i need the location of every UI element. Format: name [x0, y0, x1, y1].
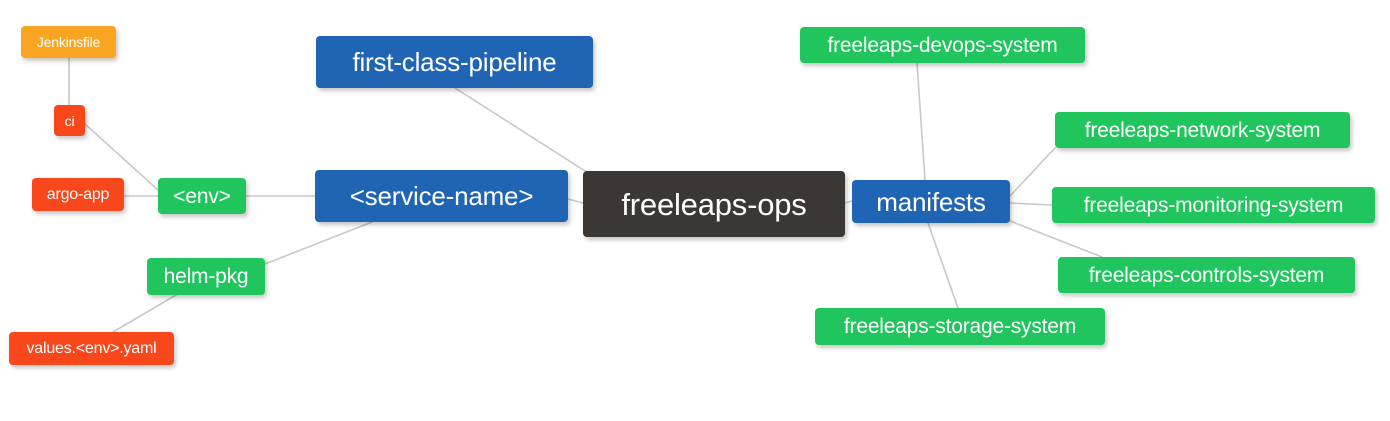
node-values-env-yaml[interactable]: values.<env>.yaml: [9, 332, 174, 365]
node-label-freeleaps-storage-system: freeleaps-storage-system: [843, 315, 1077, 338]
edge-freeleaps-ops-to-first-class-pipeline: [454, 87, 597, 179]
node-label-first-class-pipeline: first-class-pipeline: [352, 47, 557, 77]
node-jenkinsfile[interactable]: Jenkinsfile: [21, 26, 116, 58]
node-label-argo-app: argo-app: [46, 185, 110, 203]
edge-service-name-to-helm-pkg: [264, 221, 373, 265]
edge-helm-pkg-to-values-env-yaml: [112, 294, 177, 333]
edge-manifests-to-freeleaps-devops-system: [916, 62, 926, 181]
node-service-name[interactable]: <service-name>: [315, 170, 568, 222]
edge-freeleaps-ops-to-manifests: [844, 200, 853, 204]
node-label-manifests: manifests: [876, 186, 986, 217]
edge-manifests-to-freeleaps-network-system: [1009, 147, 1056, 197]
node-env[interactable]: <env>: [158, 178, 246, 214]
edge-manifests-to-freeleaps-storage-system: [927, 222, 959, 309]
node-label-service-name: <service-name>: [349, 181, 534, 211]
node-ci[interactable]: ci: [54, 105, 85, 136]
node-freeleaps-devops-system[interactable]: freeleaps-devops-system: [800, 27, 1085, 63]
node-label-freeleaps-network-system: freeleaps-network-system: [1084, 118, 1321, 142]
node-freeleaps-storage-system[interactable]: freeleaps-storage-system: [815, 308, 1105, 345]
node-manifests[interactable]: manifests: [852, 180, 1010, 223]
node-freeleaps-monitoring-system[interactable]: freeleaps-monitoring-system: [1052, 187, 1375, 223]
edge-freeleaps-ops-to-service-name: [567, 198, 584, 204]
node-label-env: <env>: [173, 184, 231, 208]
edge-env-to-ci: [84, 123, 159, 191]
node-label-freeleaps-devops-system: freeleaps-devops-system: [827, 33, 1058, 57]
node-label-freeleaps-ops: freeleaps-ops: [621, 186, 807, 222]
node-freeleaps-network-system[interactable]: freeleaps-network-system: [1055, 112, 1350, 148]
node-label-freeleaps-controls-system: freeleaps-controls-system: [1088, 263, 1325, 287]
node-first-class-pipeline[interactable]: first-class-pipeline: [316, 36, 593, 88]
node-label-ci: ci: [64, 112, 75, 129]
node-label-jenkinsfile: Jenkinsfile: [36, 34, 101, 50]
node-freeleaps-controls-system[interactable]: freeleaps-controls-system: [1058, 257, 1355, 293]
edge-manifests-to-freeleaps-monitoring-system: [1009, 202, 1053, 206]
node-helm-pkg[interactable]: helm-pkg: [147, 258, 265, 295]
node-label-helm-pkg: helm-pkg: [163, 265, 249, 288]
node-freeleaps-ops[interactable]: freeleaps-ops: [583, 171, 845, 237]
node-argo-app[interactable]: argo-app: [32, 178, 124, 211]
node-label-freeleaps-monitoring-system: freeleaps-monitoring-system: [1083, 193, 1344, 217]
node-label-values-env-yaml: values.<env>.yaml: [26, 339, 157, 357]
edge-manifests-to-freeleaps-controls-system: [1009, 220, 1103, 258]
